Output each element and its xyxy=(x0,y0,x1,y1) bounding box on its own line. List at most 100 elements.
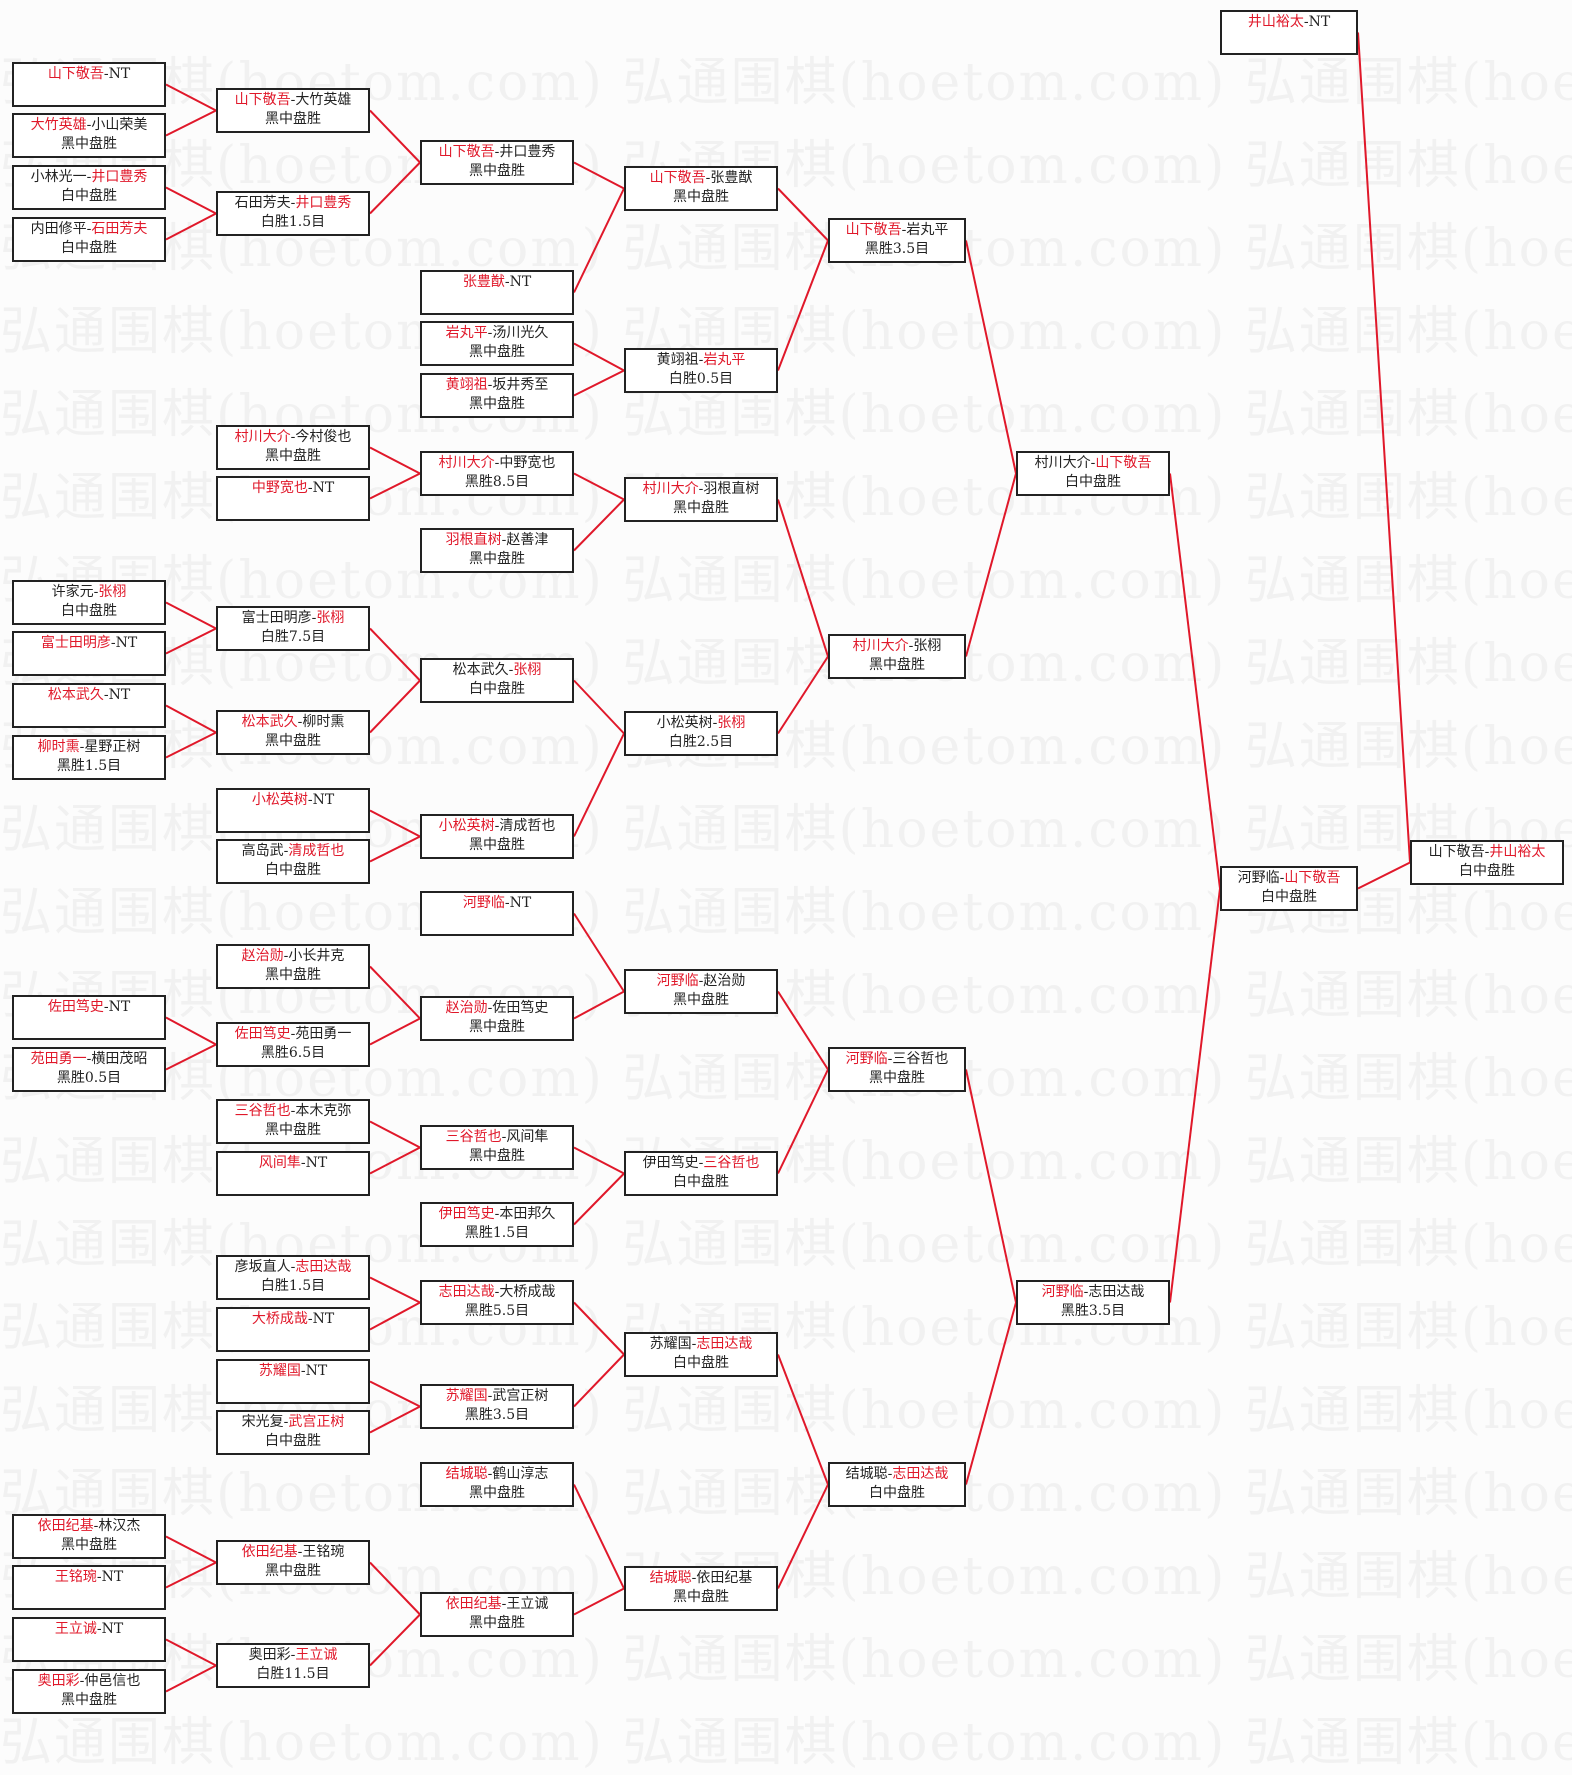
match-players: 大竹英雄-小山荣美 xyxy=(14,116,164,135)
player-black: 石田芳夫 xyxy=(234,195,291,211)
player-separator: - xyxy=(691,1570,697,1586)
match-result: 黑中盘胜 xyxy=(469,1148,525,1164)
match-result: 黑胜0.5目 xyxy=(56,1070,122,1086)
match-box: 山下敬吾-NT xyxy=(12,62,166,107)
match-box: 伊田笃史-本田邦久黑胜1.5目 xyxy=(420,1202,574,1247)
player-white: 坂井秀至 xyxy=(492,377,549,393)
match-players: 村川大介-中野宽也 xyxy=(422,454,572,473)
bracket-connector xyxy=(1357,861,1411,890)
player-separator: - xyxy=(494,455,500,471)
match-result: 白胜11.5目 xyxy=(256,1666,330,1682)
bracket-connector xyxy=(573,1301,625,1356)
player-white: 三谷哲也 xyxy=(703,1155,760,1171)
match-players: 黄翊祖-岩丸平 xyxy=(626,351,776,370)
bracket-connector xyxy=(165,1043,217,1071)
match-result: 黑胜3.5目 xyxy=(1060,1303,1126,1319)
player-white: 岩丸平 xyxy=(703,352,746,368)
match-box: 河野临-赵治勋黑中盘胜 xyxy=(624,969,778,1014)
player-white: NT xyxy=(312,480,335,496)
match-result: 白中盘胜 xyxy=(61,240,117,256)
match-result: 白中盘胜 xyxy=(1459,863,1515,879)
match-box: 山下敬吾-岩丸平黑胜3.5目 xyxy=(828,218,966,263)
player-separator: - xyxy=(494,144,500,160)
player-white: 小山荣美 xyxy=(91,117,148,133)
match-players: 三谷哲也-风间隼 xyxy=(422,1128,572,1147)
match-box: 山下敬吾-井口豊秀黑中盘胜 xyxy=(420,140,574,185)
bracket-connector xyxy=(165,212,217,241)
player-black: 苏耀国 xyxy=(649,1336,692,1352)
match-result: 黑中盘胜 xyxy=(673,500,729,516)
player-black: 王立诚 xyxy=(54,1621,97,1637)
player-black: 富士田明彦 xyxy=(241,610,312,626)
player-black: 宋光复 xyxy=(241,1414,284,1430)
player-black: 岩丸平 xyxy=(445,325,488,341)
player-black: 河野临 xyxy=(845,1051,888,1067)
match-players: 村川大介-羽根直树 xyxy=(626,480,776,499)
match-players: 依田纪基-王铭琬 xyxy=(218,1543,368,1562)
player-separator: - xyxy=(290,429,296,445)
bracket-connector xyxy=(369,1301,421,1331)
player-white: 王铭琬 xyxy=(302,1544,345,1560)
match-box: 山下敬吾-张豊猷黑中盘胜 xyxy=(624,166,778,211)
match-players: 小松英树-清成哲也 xyxy=(422,817,572,836)
match-box: 山下敬吾-井山裕太白中盘胜 xyxy=(1410,840,1564,885)
player-white: 佐田笃史 xyxy=(492,1000,549,1016)
player-black: 大竹英雄 xyxy=(30,117,87,133)
match-players: 山下敬吾-张豊猷 xyxy=(626,169,776,188)
match-players: 河野临-志田达哉 xyxy=(1018,1283,1168,1302)
bracket-connector xyxy=(369,161,421,215)
match-players: 许家元-张栩 xyxy=(14,583,164,602)
player-separator: - xyxy=(283,843,289,859)
bracket-connector xyxy=(777,1484,829,1589)
match-players: 赵治勋-佐田笃史 xyxy=(422,999,572,1018)
match-players: 中野宽也-NT xyxy=(218,479,368,498)
player-separator: - xyxy=(290,195,296,211)
match-players: 松本武久-张栩 xyxy=(422,661,572,680)
bracket-connector xyxy=(965,1069,1017,1303)
player-white: 小长井克 xyxy=(288,948,345,964)
player-white: 柳时熏 xyxy=(302,714,345,730)
match-box: 黄翊祖-坂井秀至黑中盘胜 xyxy=(420,373,574,418)
match-box: 河野临-三谷哲也黑中盘胜 xyxy=(828,1047,966,1092)
match-box: 内田修平-石田芳夫白中盘胜 xyxy=(12,217,166,262)
match-result: 黑中盘胜 xyxy=(469,344,525,360)
match-result: 黑胜3.5目 xyxy=(864,241,930,257)
match-box: 村川大介-羽根直树黑中盘胜 xyxy=(624,477,778,522)
player-black: 依田纪基 xyxy=(37,1518,94,1534)
bracket-connector xyxy=(165,186,217,215)
match-players: 彦坂直人-志田达哉 xyxy=(218,1258,368,1277)
player-separator: - xyxy=(504,895,510,911)
player-black: 黄翊祖 xyxy=(656,352,699,368)
player-white: 仲邑信也 xyxy=(84,1673,141,1689)
match-players: 山下敬吾-井山裕太 xyxy=(1412,843,1562,862)
player-separator: - xyxy=(103,687,109,703)
match-box: 苏耀国-志田达哉白中盘胜 xyxy=(624,1332,778,1377)
player-black: 志田达哉 xyxy=(438,1284,495,1300)
match-result: 白中盘胜 xyxy=(265,1433,321,1449)
bracket-connector xyxy=(573,1484,625,1589)
bracket-connector xyxy=(165,601,217,630)
player-black: 依田纪基 xyxy=(241,1544,298,1560)
bracket-connector xyxy=(1169,888,1221,1303)
player-white: NT xyxy=(115,635,138,651)
player-separator: - xyxy=(290,1259,296,1275)
bracket-connector xyxy=(573,1146,625,1175)
player-black: 赵治勋 xyxy=(241,948,284,964)
bracket-connector xyxy=(573,733,625,837)
player-black: 结城聪 xyxy=(845,1466,888,1482)
player-separator: - xyxy=(487,1000,493,1016)
player-separator: - xyxy=(494,1206,500,1222)
bracket-connector xyxy=(369,809,421,838)
player-black: 村川大介 xyxy=(852,638,909,654)
player-separator: - xyxy=(1083,1284,1089,1300)
player-white: 本田邦久 xyxy=(499,1206,556,1222)
bracket-connector xyxy=(369,446,421,475)
player-white: 井山裕太 xyxy=(1489,844,1546,860)
match-result: 黑中盘胜 xyxy=(469,1615,525,1631)
player-black: 三谷哲也 xyxy=(234,1103,291,1119)
bracket-connector xyxy=(573,990,625,1020)
player-separator: - xyxy=(887,1466,893,1482)
player-separator: - xyxy=(290,1647,296,1663)
player-black: 依田纪基 xyxy=(445,1596,502,1612)
match-box: 结城聪-志田达哉白中盘胜 xyxy=(828,1462,966,1507)
